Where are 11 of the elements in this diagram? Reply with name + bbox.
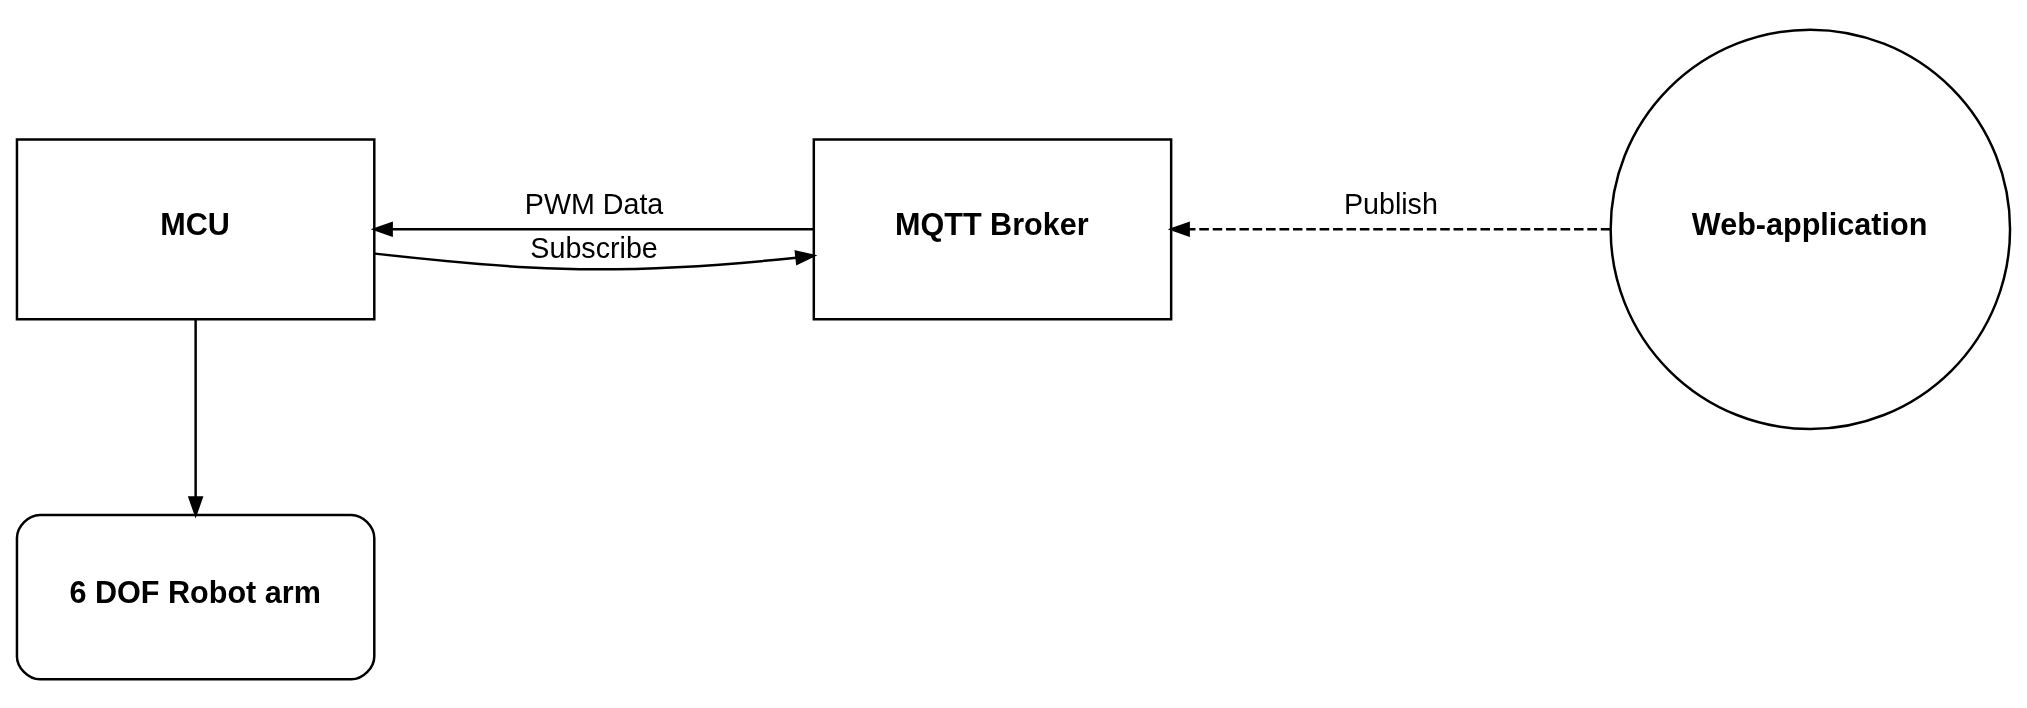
arrow (187, 318, 204, 519)
edge-label: Publish (1343, 187, 1438, 220)
arrow (370, 221, 814, 237)
node-box: MCU (15, 137, 376, 320)
node-box: 6 DOF Robot arm (15, 513, 376, 681)
edge-label: PWM Data (524, 187, 664, 220)
node-box: MQTT Broker (812, 137, 1173, 320)
edge-label: Subscribe (530, 231, 658, 264)
node-circle: Web-application (1609, 27, 2012, 430)
arrow (1167, 221, 1611, 237)
arrow (374, 249, 818, 271)
